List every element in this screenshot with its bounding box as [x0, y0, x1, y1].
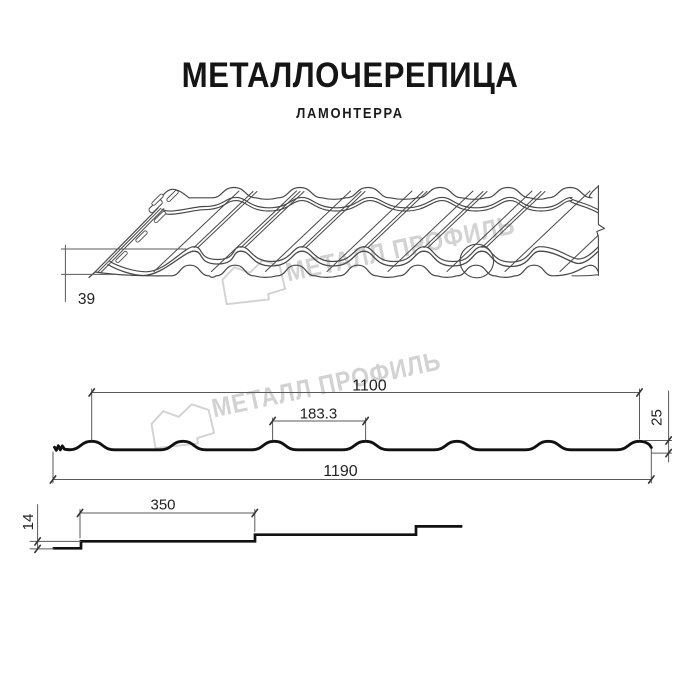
svg-text:25: 25	[649, 409, 666, 426]
svg-text:1190: 1190	[323, 463, 358, 480]
svg-text:350: 350	[150, 497, 175, 514]
svg-text:1100: 1100	[352, 378, 387, 395]
svg-text:183.3: 183.3	[300, 405, 338, 422]
svg-text:39: 39	[78, 291, 95, 308]
svg-text:14: 14	[20, 514, 37, 531]
